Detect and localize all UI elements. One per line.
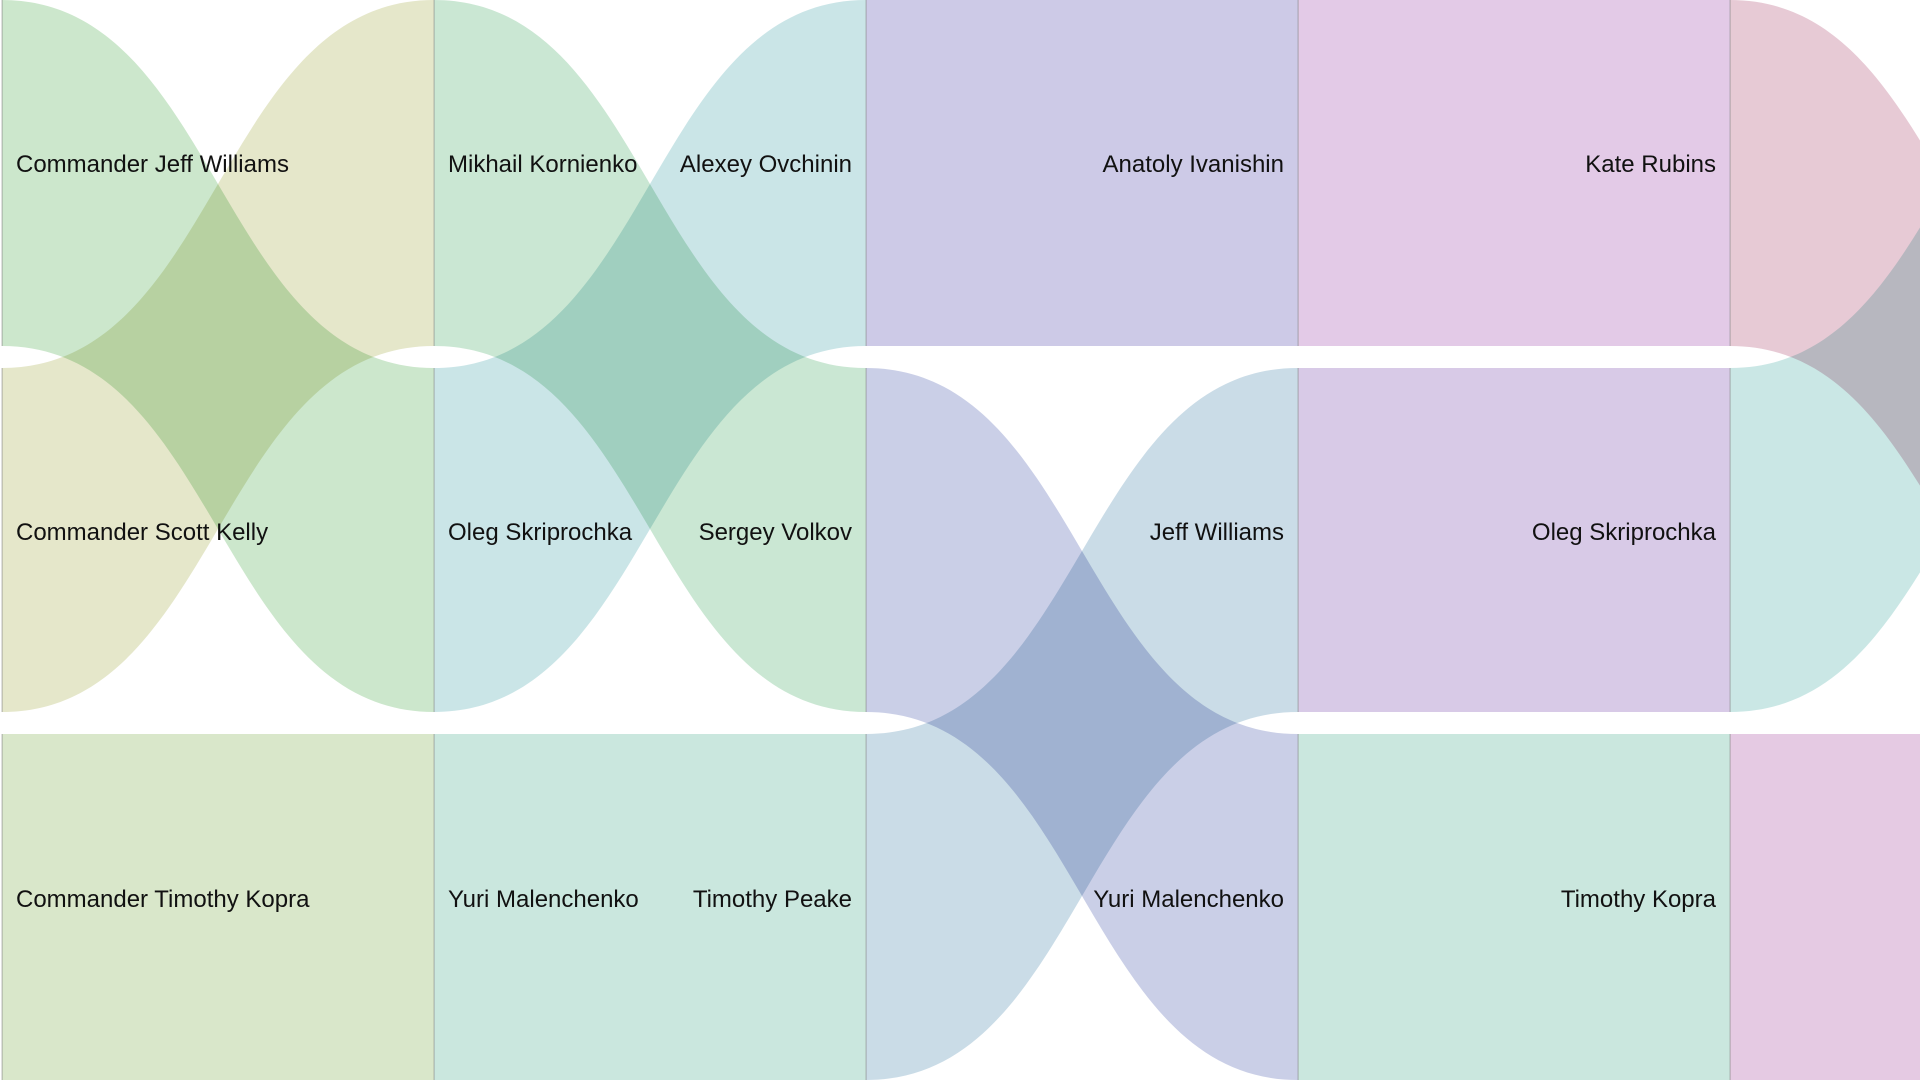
node-label-c2n0: Alexey Ovchinin	[680, 151, 852, 178]
node-bar-c2n1	[865, 368, 867, 712]
node-label-c4n2: Timothy Kopra	[1561, 886, 1717, 913]
flow-link-c0n2-c1n2	[2, 734, 434, 1080]
flow-link-c2n2-c3n1	[866, 368, 1298, 1080]
node-label-c3n2: Yuri Malenchenko	[1093, 886, 1284, 913]
node-label-c0n2: Commander Timothy Kopra	[16, 886, 310, 913]
node-label-c3n0: Anatoly Ivanishin	[1103, 151, 1284, 178]
flow-link-c1n1-c2n0	[434, 0, 866, 712]
node-bar-c2n0	[865, 0, 867, 346]
node-label-c0n0: Commander Jeff Williams	[16, 151, 289, 178]
node-label-c1n1: Oleg Skriprochka	[448, 519, 633, 546]
node-label-c4n0: Kate Rubins	[1585, 151, 1716, 178]
node-bar-c2n2	[865, 734, 867, 1080]
node-label-c1n2: Yuri Malenchenko	[448, 886, 639, 913]
flow-link-c4n1-c5n0	[1730, 227, 1920, 712]
flow-link-c3n0-c4n0	[1298, 0, 1730, 346]
node-bar-c0n2	[1, 734, 3, 1080]
node-bar-c3n2	[1297, 734, 1299, 1080]
node-bar-c0n1	[1, 368, 3, 712]
node-bar-c0n0	[1, 0, 3, 346]
node-label-c2n2: Timothy Peake	[693, 886, 852, 913]
node-bar-c1n0	[433, 0, 435, 346]
flow-link-c1n2-c2n2	[434, 734, 866, 1080]
node-label-c0n1: Commander Scott Kelly	[16, 519, 268, 546]
flow-link-c3n1-c4n1	[1298, 368, 1730, 712]
node-label-c3n1: Jeff Williams	[1150, 519, 1284, 546]
node-bar-c3n1	[1297, 368, 1299, 712]
flow-link-c3n2-c4n2	[1298, 734, 1730, 1080]
node-bar-c3n0	[1297, 0, 1299, 346]
node-label-c4n1: Oleg Skriprochka	[1532, 519, 1717, 546]
node-label-c2n1: Sergey Volkov	[699, 519, 852, 546]
node-label-c1n0: Mikhail Kornienko	[448, 151, 637, 178]
sankey-node-bars	[1, 0, 1731, 1080]
node-bar-c1n1	[433, 368, 435, 712]
node-bar-c4n0	[1729, 0, 1731, 346]
node-bar-c4n1	[1729, 368, 1731, 712]
node-bar-c1n2	[433, 734, 435, 1080]
flow-link-c0n1-c1n0	[2, 0, 434, 712]
node-bar-c4n2	[1729, 734, 1731, 1080]
flow-link-c2n0-c3n0	[866, 0, 1298, 346]
flow-link-c4n2-c5n2	[1730, 733, 1920, 1080]
